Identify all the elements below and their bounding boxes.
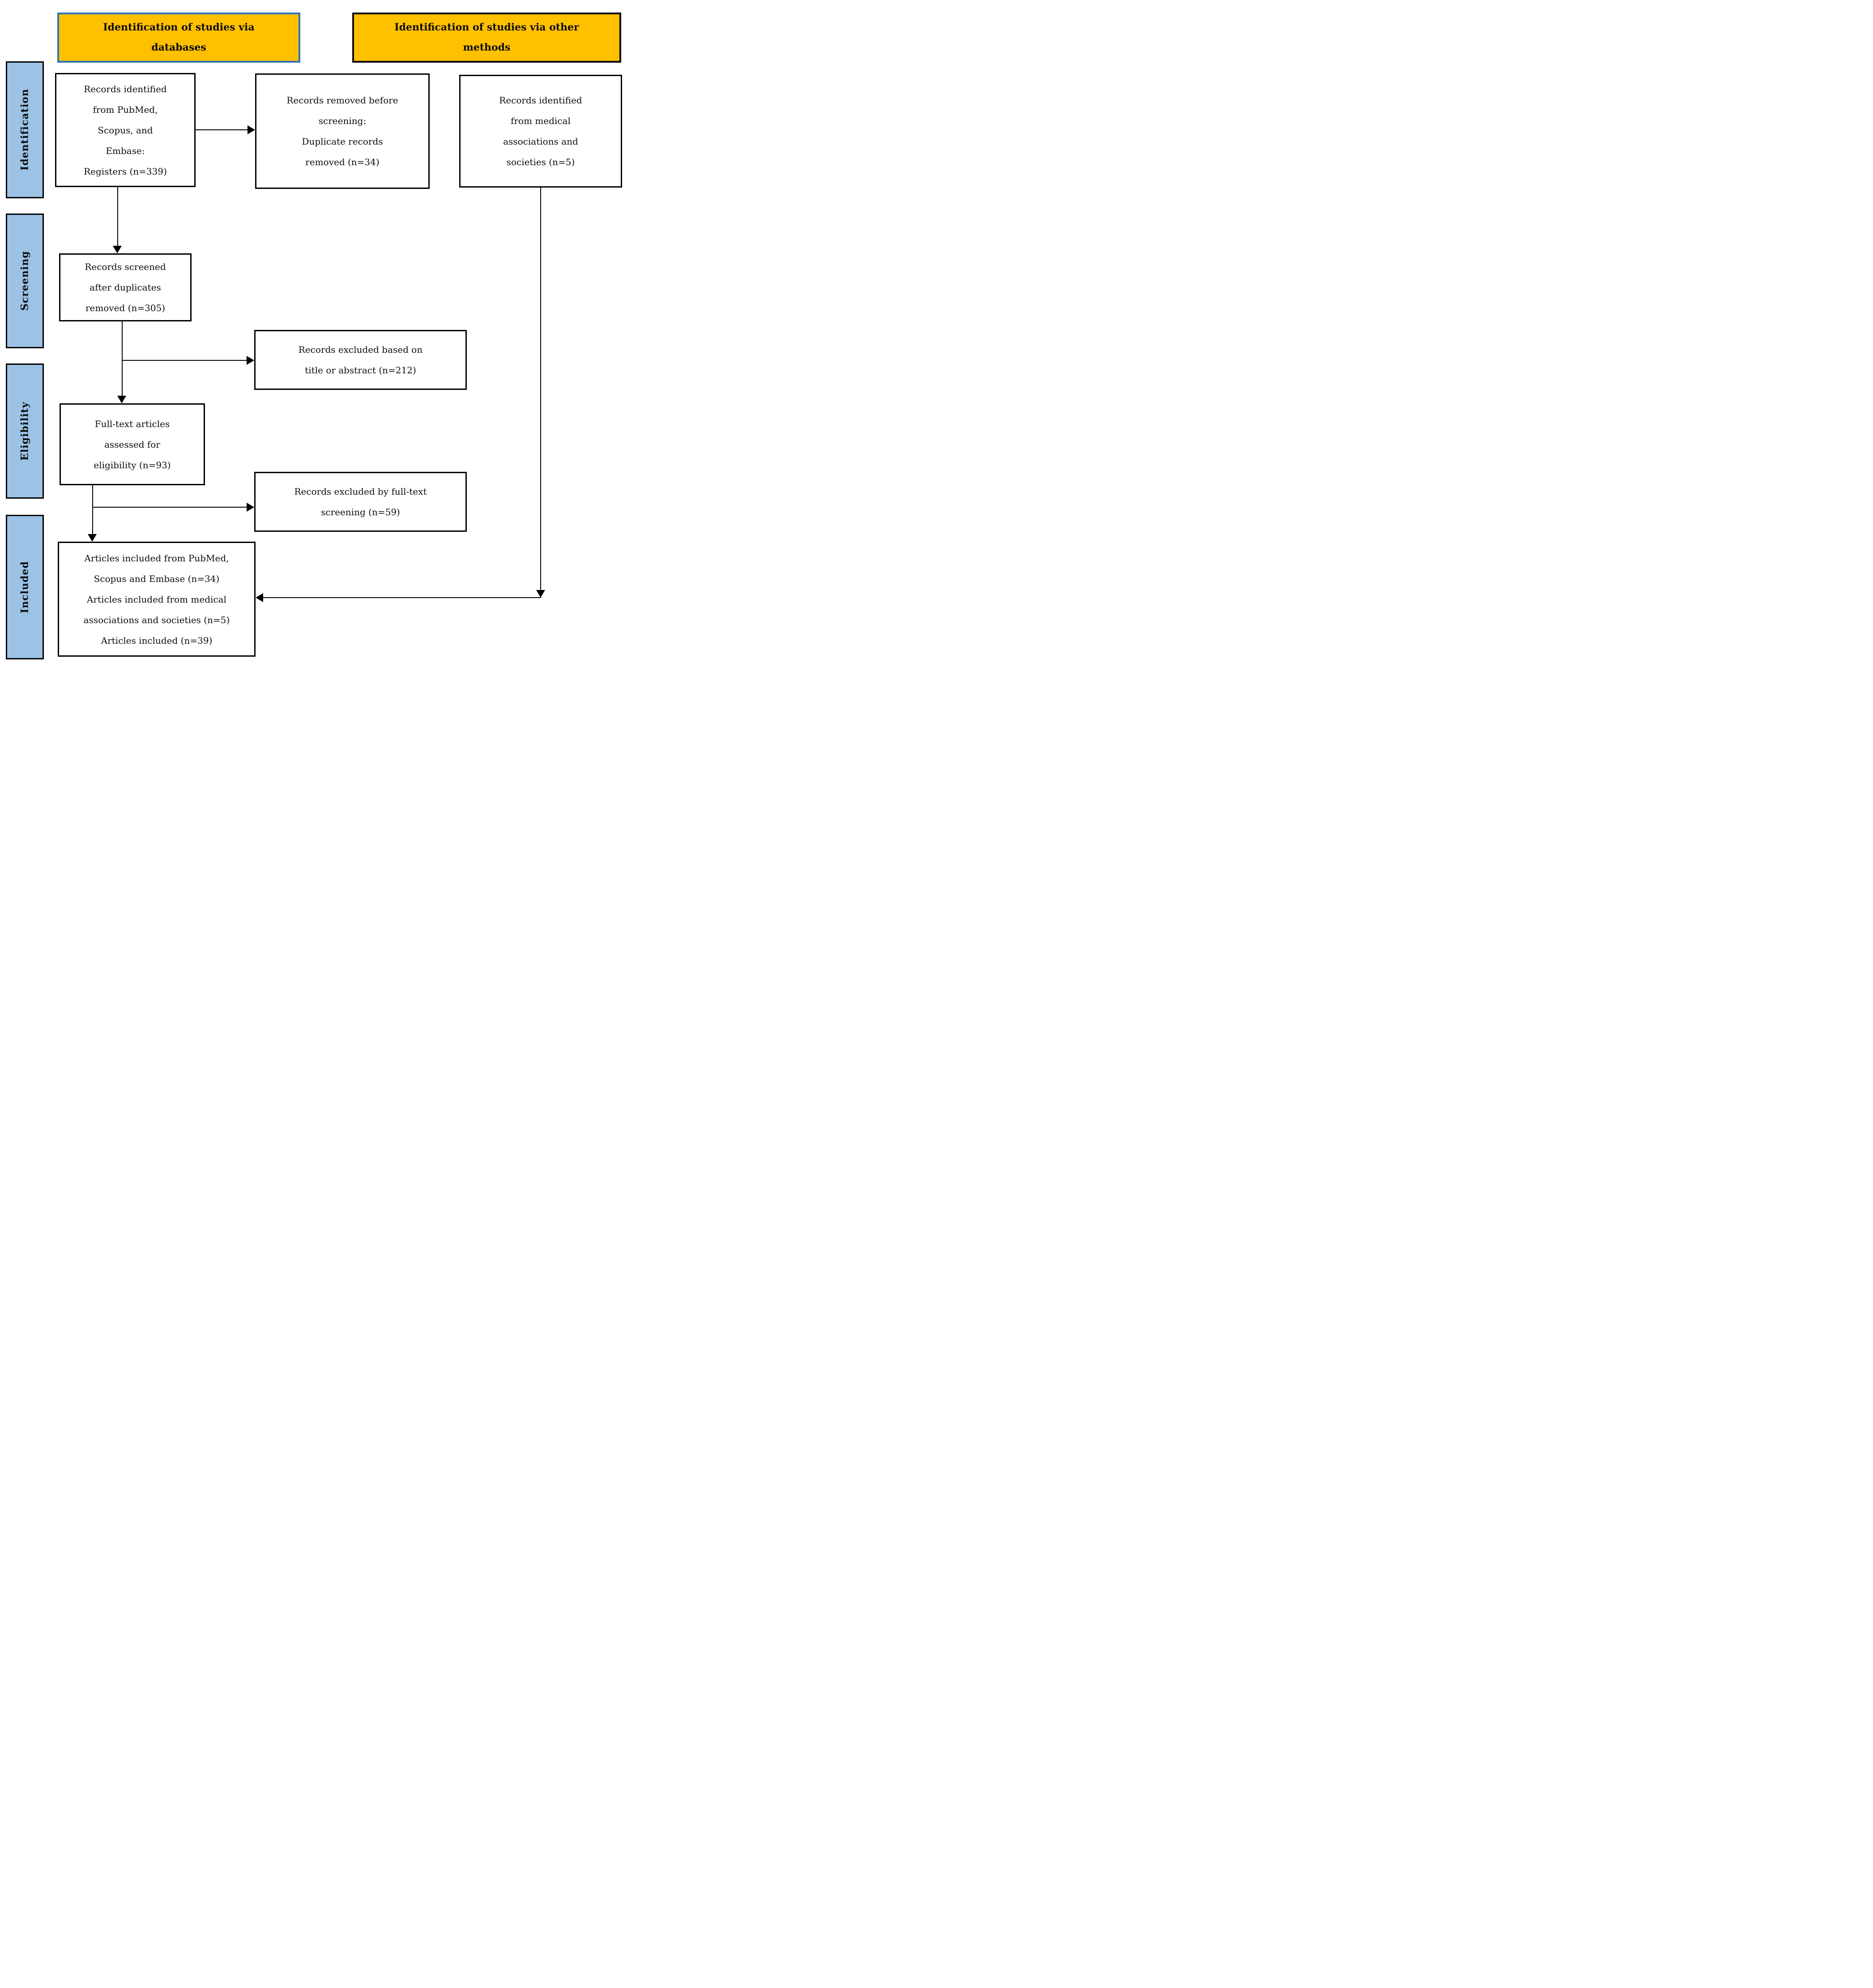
box-fulltext-assessed: Full-text articles assessed for eligibil… xyxy=(60,403,205,485)
stage-label-eligibility: Eligibility xyxy=(6,363,44,499)
stage-label-identification: Identification xyxy=(6,61,44,198)
arrowhead-right-icon xyxy=(247,125,255,134)
box-records-removed-before-screening: Records removed before screening: Duplic… xyxy=(255,73,430,189)
box-records-identified-databases: Records identified from PubMed, Scopus, … xyxy=(55,73,196,187)
arrowhead-down-icon xyxy=(88,534,97,542)
arrowhead-left-icon xyxy=(256,593,263,602)
arrow-fulltext-to-included-line xyxy=(92,485,93,535)
box-articles-included: Articles included from PubMed, Scopus an… xyxy=(58,542,256,657)
prisma-flow-diagram: Identification of studies via databases … xyxy=(0,0,624,663)
arrow-associations-to-included-line xyxy=(262,597,541,598)
arrowhead-down-icon xyxy=(117,396,126,403)
arrowhead-right-icon xyxy=(247,356,254,365)
box-records-identified-associations: Records identified from medical associat… xyxy=(459,75,622,188)
box-excluded-fulltext: Records excluded by full-text screening … xyxy=(254,472,467,532)
arrowhead-right-icon xyxy=(247,503,254,512)
arrow-associations-down-line xyxy=(540,188,541,592)
arrow-identified-to-screened-line xyxy=(117,187,118,247)
arrow-screened-to-fulltext-line xyxy=(122,321,123,398)
header-identification-via-databases: Identification of studies via databases xyxy=(57,13,300,63)
stage-label-screening: Screening xyxy=(6,214,44,348)
box-excluded-title-abstract: Records excluded based on title or abstr… xyxy=(254,330,467,390)
box-records-screened: Records screened after duplicates remove… xyxy=(59,253,192,321)
arrowhead-down-icon xyxy=(113,246,122,253)
arrowhead-down-icon xyxy=(536,590,545,598)
arrow-fulltext-to-excluded-line xyxy=(93,507,249,508)
stage-label-included: Included xyxy=(6,515,44,659)
header-identification-via-other-methods: Identification of studies via other meth… xyxy=(352,13,621,63)
arrow-screened-to-excluded-line xyxy=(123,360,249,361)
arrow-identified-to-removed-line xyxy=(196,129,249,130)
